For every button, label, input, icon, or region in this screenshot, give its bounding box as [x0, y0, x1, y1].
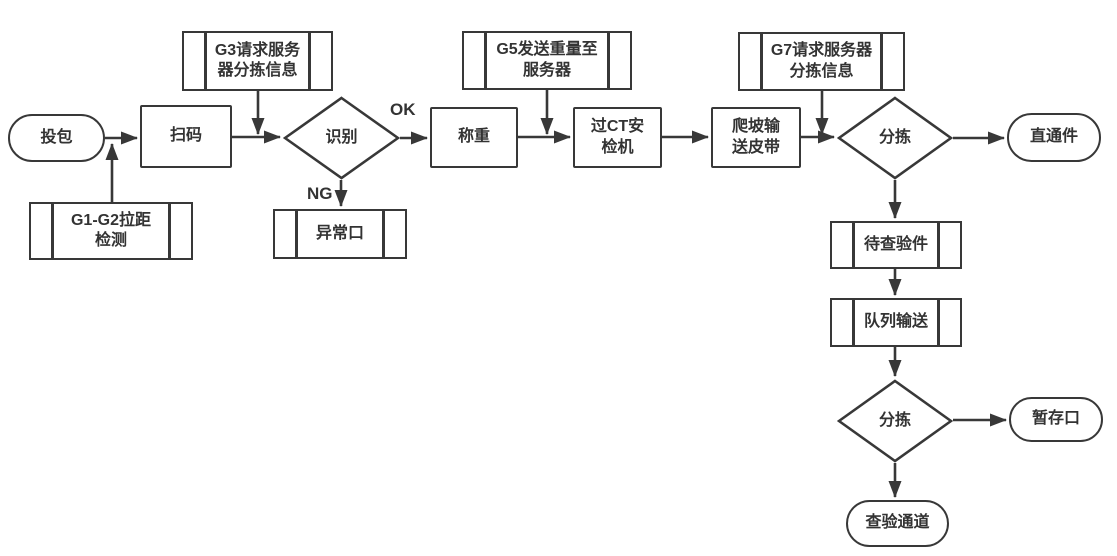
node-ct-machine: 过CT安 检机 [573, 107, 662, 168]
predef-bar-left [51, 204, 54, 258]
edge-label-ng: NG [307, 184, 333, 203]
node-inspection-channel: 查验通道 [846, 500, 949, 547]
node-decision-sort-2-label: 分拣 [878, 411, 911, 429]
node-g1g2-detect: G1-G2拉距 检测 [29, 202, 193, 260]
node-start-label: 投包 [40, 128, 73, 146]
predef-bar-right [382, 211, 385, 257]
node-decision-sort-1: 分拣 [837, 96, 953, 180]
predef-bar-left [295, 211, 298, 257]
node-queue-convey-label: 队列输送 [863, 313, 928, 331]
node-start: 投包 [8, 114, 105, 162]
predef-bar-right [308, 33, 311, 89]
node-inspection-channel-label: 查验通道 [865, 514, 930, 532]
node-climb-belt: 爬坡输 送皮带 [711, 107, 801, 168]
node-scan: 扫码 [140, 105, 232, 168]
node-exception-port-label: 异常口 [315, 224, 364, 242]
node-direct-pass-label: 直通件 [1029, 128, 1078, 146]
node-queue-convey: 队列输送 [830, 298, 962, 347]
diamond-shape [837, 96, 953, 180]
node-g1g2-detect-label: G1-G2拉距 检测 [70, 211, 152, 249]
predef-bar-right [937, 300, 940, 345]
node-weigh-label: 称重 [457, 128, 490, 146]
node-weigh: 称重 [430, 107, 518, 168]
node-temp-storage: 暂存口 [1009, 397, 1103, 442]
predef-bar-right [880, 34, 883, 89]
node-exception-port: 异常口 [273, 209, 407, 259]
predef-bar-right [607, 33, 610, 88]
node-decision-sort-2: 分拣 [837, 379, 953, 463]
node-scan-label: 扫码 [169, 127, 202, 145]
node-g5-send-label: G5发送重量至 服务器 [496, 41, 598, 79]
node-ct-machine-label: 过CT安 检机 [590, 118, 645, 156]
node-temp-storage-label: 暂存口 [1031, 410, 1080, 428]
diamond-shape [837, 379, 953, 463]
node-decision-sort-1-label: 分拣 [878, 128, 911, 146]
predef-bar-right [168, 204, 171, 258]
node-g7-request: G7请求服务器 分拣信息 [738, 32, 905, 91]
node-g5-send: G5发送重量至 服务器 [462, 31, 632, 90]
node-direct-pass: 直通件 [1007, 113, 1101, 162]
predef-bar-left [852, 300, 855, 345]
node-pending-inspection: 待查验件 [830, 221, 962, 269]
node-g3-request-label: G3请求服务 器分拣信息 [214, 41, 301, 79]
node-decision-recognize-label: 识别 [325, 128, 358, 146]
predef-bar-left [204, 33, 207, 89]
predef-bar-left [760, 34, 763, 89]
node-g7-request-label: G7请求服务器 分拣信息 [770, 42, 873, 80]
predef-bar-left [484, 33, 487, 88]
node-g3-request: G3请求服务 器分拣信息 [182, 31, 333, 91]
predef-bar-right [937, 223, 940, 267]
predef-bar-left [852, 223, 855, 267]
node-climb-belt-label: 爬坡输 送皮带 [731, 118, 780, 156]
edge-label-ok: OK [390, 100, 416, 119]
diamond-shape [283, 96, 400, 180]
node-pending-inspection-label: 待查验件 [863, 235, 928, 253]
node-decision-recognize: 识别 [283, 96, 400, 180]
